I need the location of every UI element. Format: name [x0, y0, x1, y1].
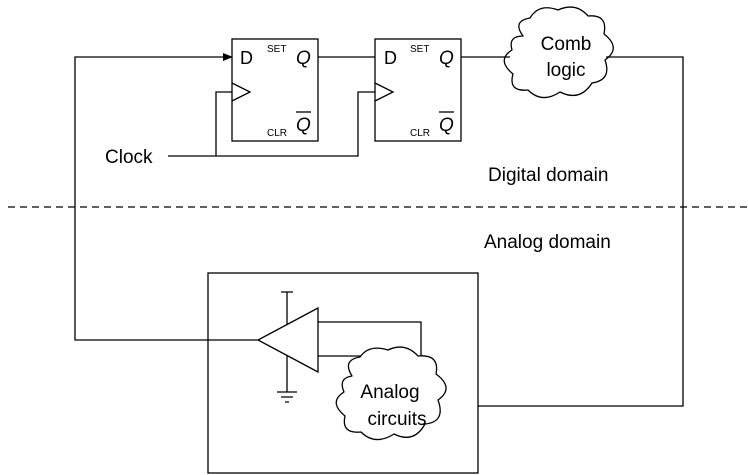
feedback-wire: [74, 53, 258, 341]
analog-circuits-label-line1: Analog: [360, 382, 419, 403]
analog-box: [207, 272, 479, 474]
analog-circuits-cloud: [335, 346, 447, 441]
flip-flop-2-clr-label: CLR: [410, 128, 430, 139]
comparator-input-top-wire: [318, 321, 422, 360]
comparator: [256, 291, 319, 403]
comb-logic-label-line2: logic: [546, 60, 585, 81]
clock-label: Clock: [105, 147, 153, 168]
flip-flop-2-set-label: SET: [410, 44, 429, 55]
comparator-triangle-icon: [256, 306, 319, 374]
comb-to-analog-wire: [460, 56, 684, 410]
flip-flop-1-clr-label: CLR: [267, 128, 287, 139]
flip-flop-1: D SET Q CLR Q: [231, 38, 319, 142]
comparator-supply-wire: [281, 291, 293, 324]
comb-logic-block: Comb logic: [503, 6, 614, 99]
ground-icon: [277, 391, 297, 403]
analog-circuits-label-line2: circuits: [367, 409, 426, 430]
flip-flop-1-clock-triangle: [231, 82, 252, 102]
flip-flop-1-qbar-label: Q: [296, 115, 311, 136]
flip-flop-2: D SET Q CLR Q: [374, 38, 462, 142]
comb-logic-cloud: [503, 6, 614, 99]
flip-flop-2-clock-triangle: [374, 82, 395, 102]
flip-flop-1-set-label: SET: [267, 44, 286, 55]
analog-circuits-block: Analog circuits: [335, 346, 447, 441]
digital-domain-label: Digital domain: [488, 165, 608, 186]
clock-wire-ff1: [215, 91, 232, 156]
comb-logic-label-line1: Comb: [541, 34, 592, 55]
analog-domain-label: Analog domain: [484, 232, 611, 253]
flip-flop-2-q-label: Q: [439, 48, 454, 69]
flip-flop-2-body: [374, 38, 462, 142]
clock-wire: [168, 91, 375, 157]
flip-flop-2-qbar-label: Q: [439, 115, 454, 136]
flip-flop-1-q-label: Q: [296, 48, 311, 69]
flip-flop-1-d-label: D: [240, 48, 253, 68]
flip-flop-2-d-label: D: [384, 48, 397, 68]
